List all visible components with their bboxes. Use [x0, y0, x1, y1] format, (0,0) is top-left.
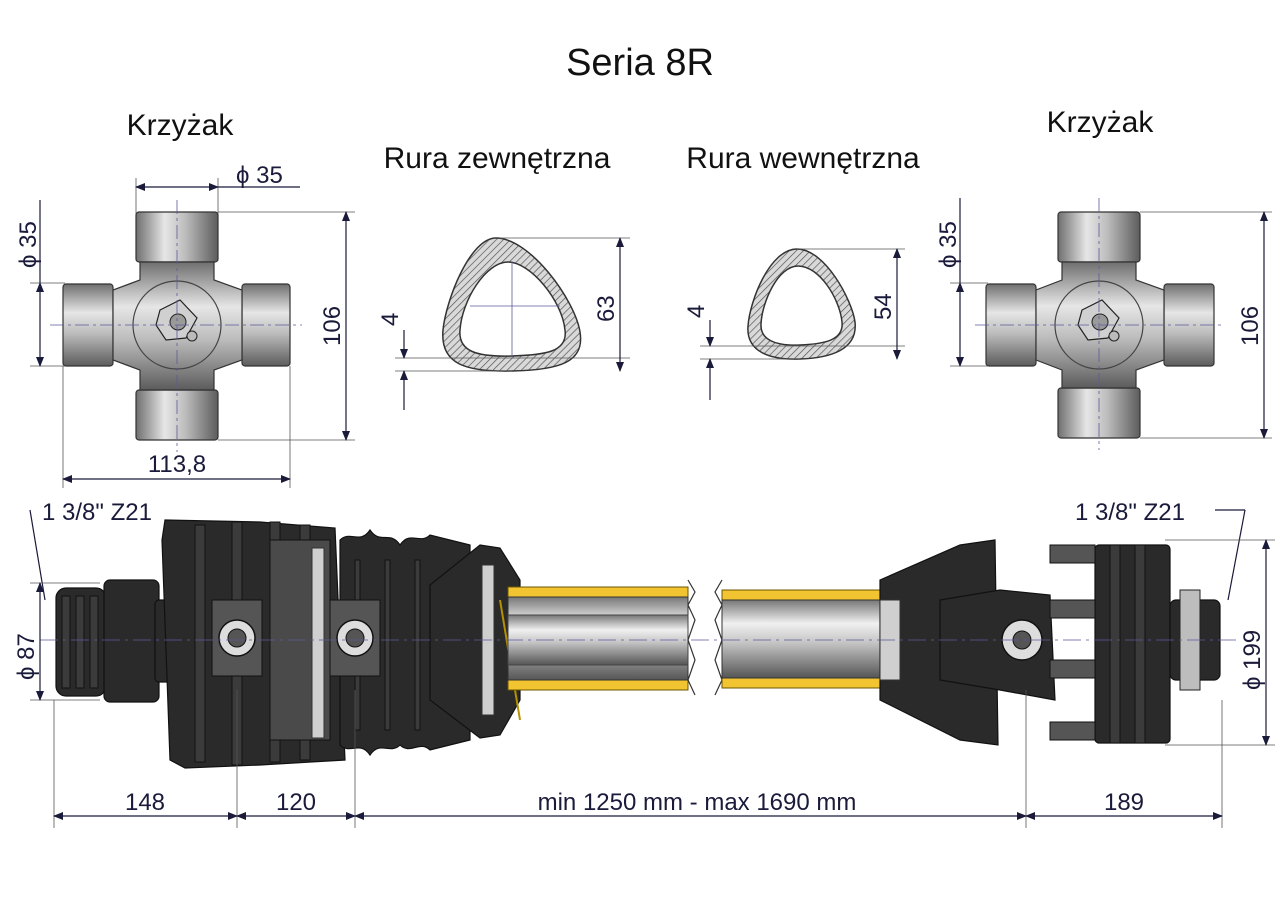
- inner-tube-wall: 4: [683, 305, 710, 318]
- cross-left-top-dia: ϕ 35: [236, 162, 283, 189]
- drawing-title: Seria 8R: [566, 42, 714, 84]
- cross-right-side-dia: ϕ 35: [935, 221, 962, 268]
- left-spline-label: 1 3/8" Z21: [42, 499, 152, 526]
- right-diameter: ϕ 199: [1239, 630, 1266, 690]
- grease-nipple-icon: [155, 299, 198, 342]
- outer-tube-height: 63: [593, 295, 620, 322]
- cross-left-view: Krzyżak ϕ 35 ϕ 35 106: [15, 109, 355, 488]
- outer-tube-wall: 4: [377, 313, 404, 326]
- dim-148: 148: [125, 789, 165, 816]
- inner-tube-label: Rura wewnętrzna: [686, 142, 920, 175]
- cross-left-width: 113,8: [148, 451, 206, 478]
- cross-left-label: Krzyżak: [127, 109, 235, 142]
- inner-tube-view: Rura wewnętrzna 54 4: [683, 142, 920, 400]
- cross-left-side-dia: ϕ 35: [15, 221, 42, 268]
- dim-120: 120: [276, 789, 316, 816]
- right-spline-label: 1 3/8" Z21: [1075, 499, 1185, 526]
- outer-tube-view: Rura zewnętrzna 63 4: [377, 142, 630, 410]
- clutch-spring-icon: [1049, 544, 1096, 741]
- cross-right-view: Krzyżak ϕ 35 106: [935, 106, 1272, 450]
- cross-left-length: 106: [319, 306, 346, 346]
- cross-right-length: 106: [1237, 306, 1264, 346]
- dim-length-range: min 1250 mm - max 1690 mm: [538, 789, 857, 816]
- outer-tube-label: Rura zewnętrzna: [384, 142, 611, 175]
- left-diameter: ϕ 87: [13, 633, 40, 680]
- shaft-view: 1 3/8" Z21 1 3/8" Z21 ϕ 87 ϕ 199 148 120…: [13, 499, 1275, 828]
- dim-189: 189: [1104, 789, 1144, 816]
- cross-right-label: Krzyżak: [1047, 106, 1155, 139]
- inner-tube-height: 54: [870, 293, 897, 320]
